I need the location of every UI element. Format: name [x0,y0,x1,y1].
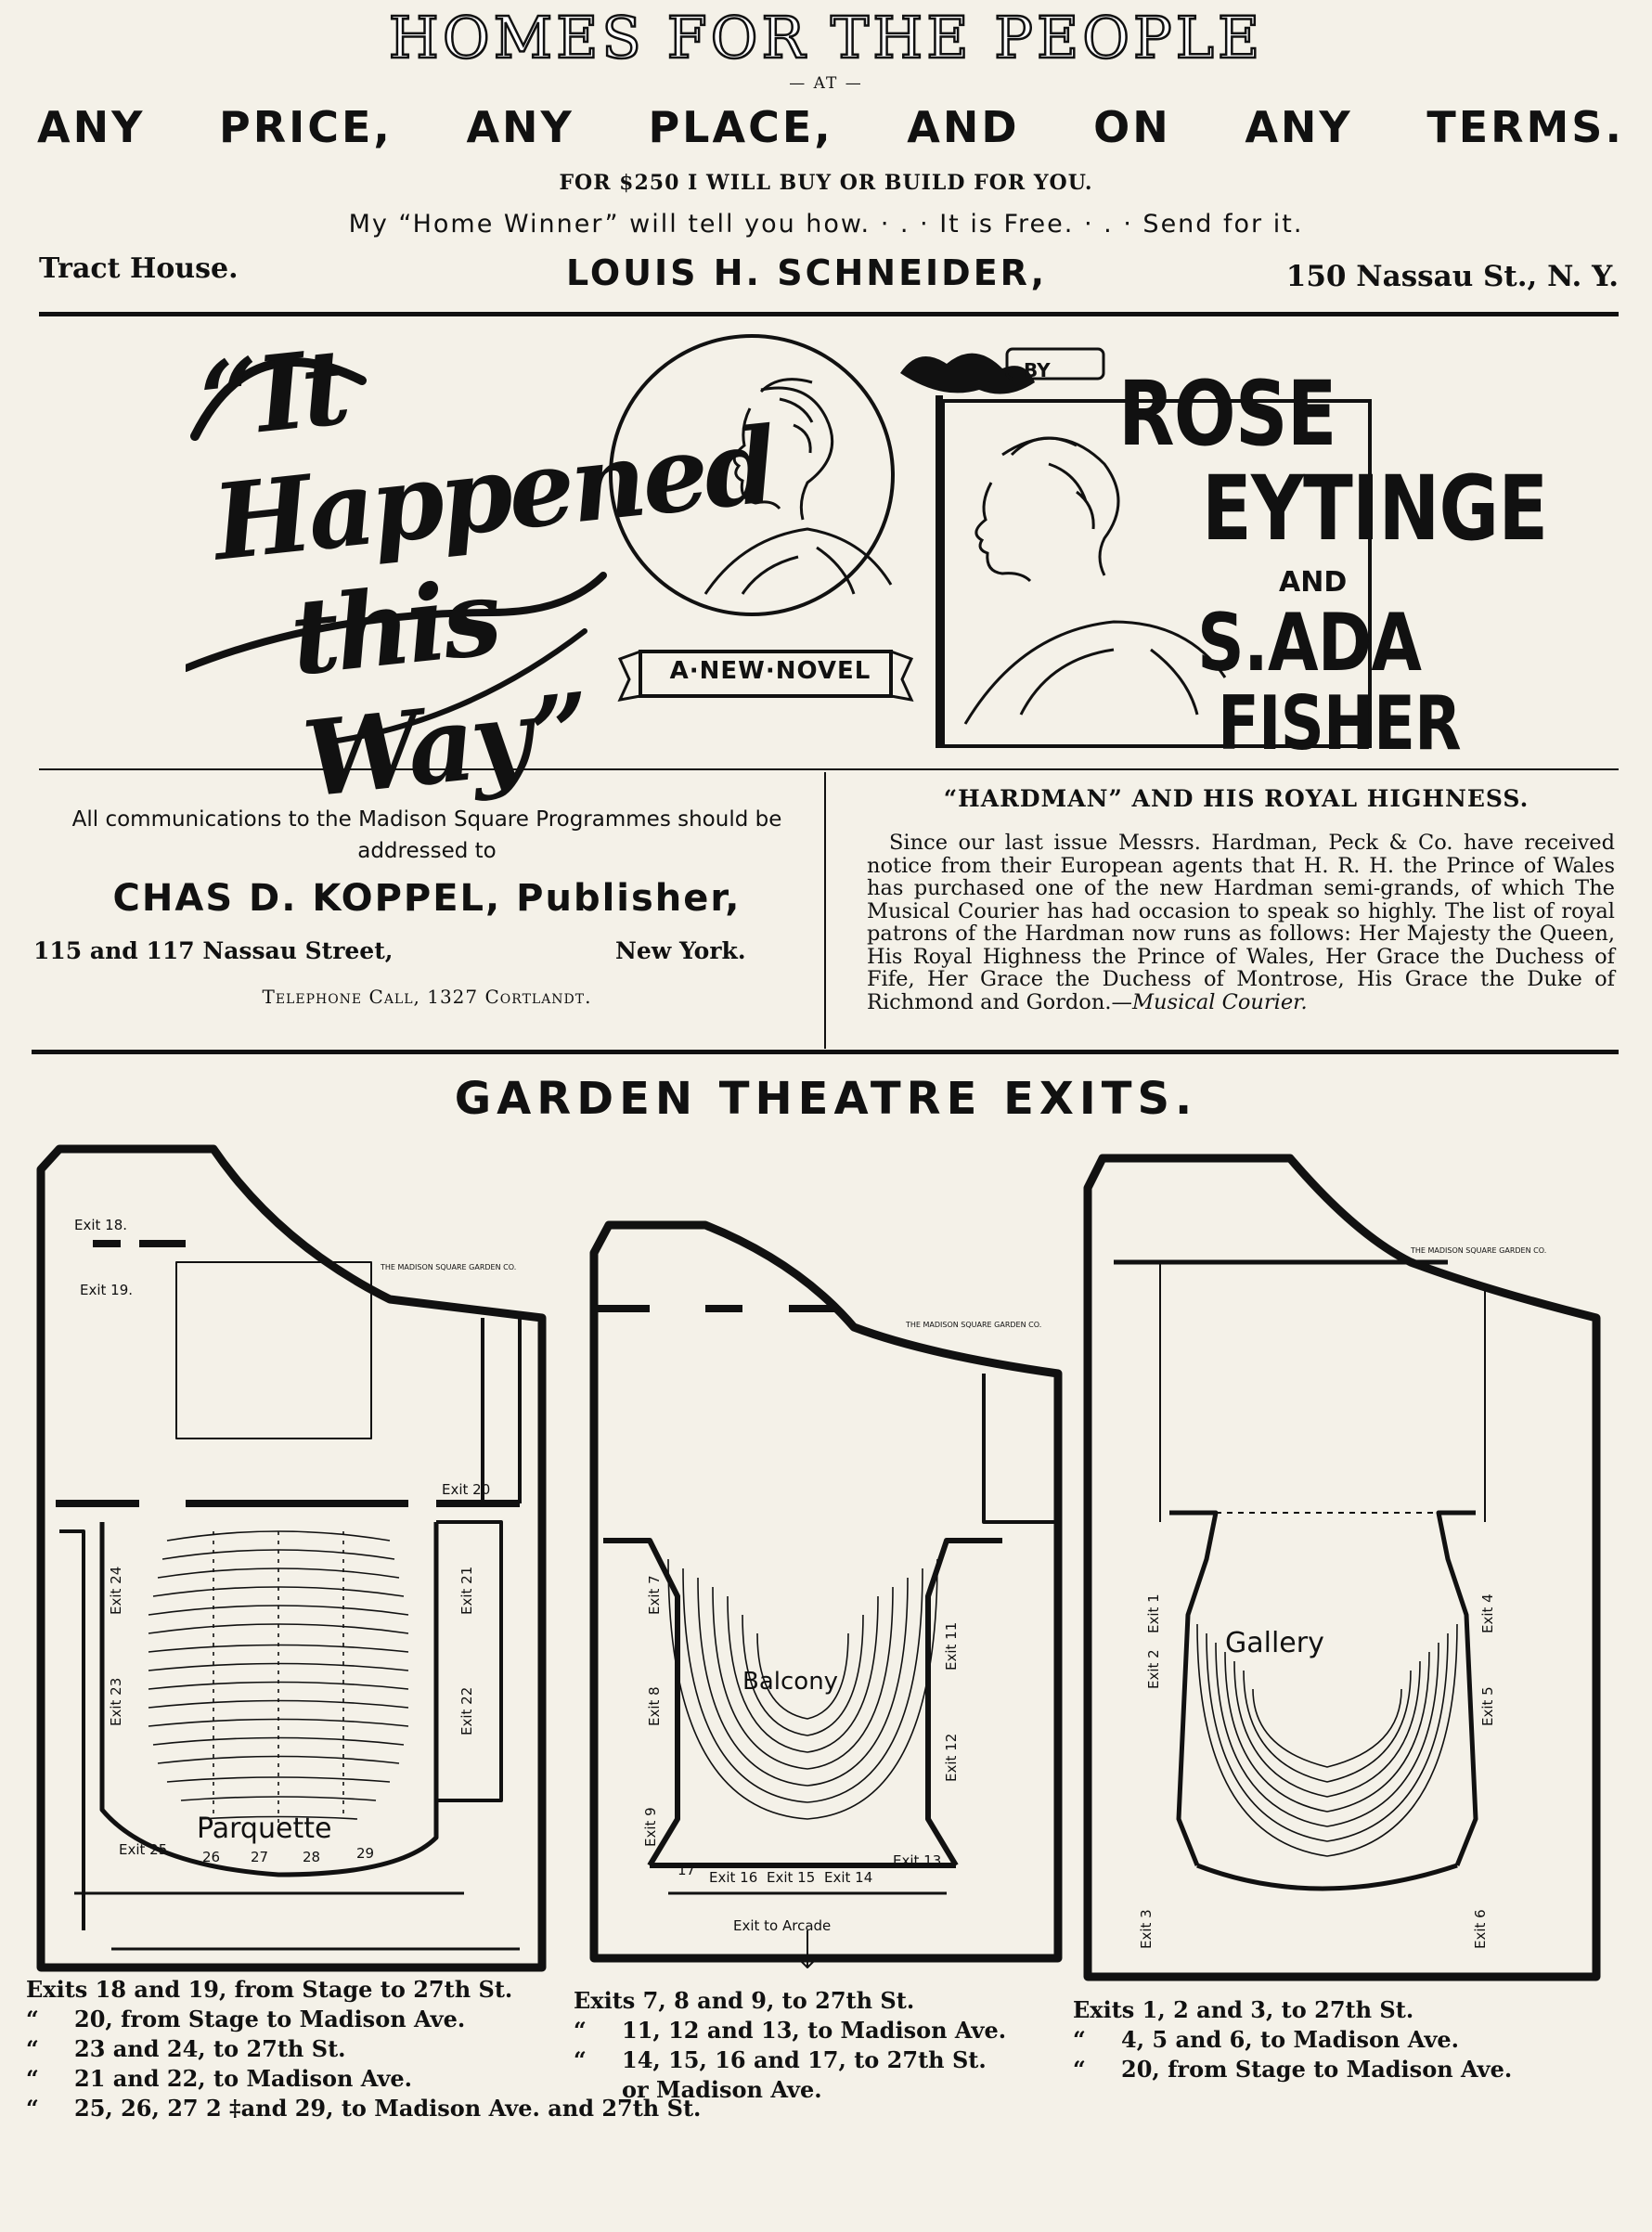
advert-subtitle: ANY PRICE, ANY PLACE, AND ON ANY TERMS. [37,102,1624,152]
communications-notice: All communications to the Madison Square… [71,807,782,863]
exit-label: Exit 7 [646,1575,663,1615]
advert-home-winner: My “Home Winner” will tell you how. ⋅ . … [348,210,1304,239]
subtitle-word: ANY [37,102,146,152]
exit-label: Exit 24 [108,1567,124,1615]
exit-label: Exit 2 [1145,1649,1162,1689]
advert-tract-house: Tract House. [39,252,239,285]
caption-line: “20, from Stage to Madison Ave. [26,2006,466,2032]
author-2-first: S.ADA [1197,597,1422,690]
advert-at: — AT — [789,74,863,93]
exit-label: 27 [251,1849,268,1865]
advert-name: LOUIS H. SCHNEIDER, [566,252,1048,293]
caption-line: “25, 26, 27 2 ‡and 29, to Madison Ave. a… [26,2095,702,2122]
exit-label: Exit 9 [642,1807,659,1847]
article-text: Since our last issue Messrs. Hardman, Pe… [867,831,1615,1014]
exit-label: Exit to Arcade [733,1917,831,1934]
exit-label: 29 [356,1845,374,1862]
exit-label: Exit 21 [458,1567,475,1615]
balcony-plan [589,1220,1063,1968]
exit-label: Exit 3 [1138,1909,1155,1949]
advert-title: HOMES FOR THE PEOPLE [388,3,1264,73]
divider [32,1050,1619,1054]
divider [39,312,1619,316]
gallery-plan [1083,1154,1601,1981]
stamp: THE MADISON SQUARE GARDEN CO. [380,1263,516,1271]
novel-by: BY [1024,359,1051,381]
stamp: THE MADISON SQUARE GARDEN CO. [1410,1246,1546,1255]
gallery-seats [1196,1623,1458,1857]
exit-label: Exit 25 [119,1841,167,1858]
caption-line: Exits 7, 8 and 9, to 27th St. [574,1987,915,2014]
publisher-name: CHAS D. KOPPEL, Publisher, [112,877,742,920]
exit-label: Exit 5 [1479,1686,1496,1726]
caption-line: “21 and 22, to Madison Ave. [26,2065,413,2092]
plan-name-parquette: Parquette [197,1813,331,1845]
caption-line: Exits 18 and 19, from Stage to 27th St. [26,1976,513,2003]
subtitle-word: PLACE, [648,102,833,152]
novel-tag: A·NEW·NOVEL [669,657,871,685]
exit-label: Exit 4 [1479,1593,1496,1633]
exit-label: Exit 6 [1472,1909,1489,1949]
parquette-plan [36,1144,547,1972]
caption-balcony: Exits 7, 8 and 9, to 27th St. “11, 12 an… [574,1986,1006,2105]
plan-name-gallery: Gallery [1225,1627,1324,1659]
divider [39,768,1619,770]
subtitle-word: ANY [1245,102,1353,152]
article-source: Musical Courier. [1132,989,1308,1014]
exit-label: 28 [303,1849,320,1865]
subtitle-word: ANY [466,102,574,152]
caption-line: “20, from Stage to Madison Ave. [1073,2056,1513,2083]
caption-line: or Madison Ave. [622,2076,822,2103]
column-divider [824,772,826,1049]
portrait-1 [703,378,893,595]
balcony-seats [667,1558,938,1820]
exit-label: Exit 11 [943,1622,960,1671]
caption-gallery: Exits 1, 2 and 3, to 27th St. “4, 5 and … [1073,1995,1512,2084]
portrait-2 [963,436,1227,725]
caption-line: “23 and 24, to 27th St. [26,2035,346,2062]
advert-offer: FOR $250 I WILL BUY OR BUILD FOR YOU. [559,171,1093,195]
author-and: AND [1279,566,1348,599]
article-body: Since our last issue Messrs. Hardman, Pe… [867,832,1615,1013]
exit-label: Exit 1 [1145,1593,1162,1633]
theatre-floor-plans: Parquette Balcony Gallery Exit 18. Exit … [36,1144,1601,1981]
exit-label: Exit 14 [824,1869,872,1886]
author-1-first: ROSE [1118,362,1337,466]
article-title: “HARDMAN” AND HIS ROYAL HIGHNESS. [943,785,1529,812]
caption-line: “11, 12 and 13, to Madison Ave. [574,2017,1007,2044]
plan-name-balcony: Balcony [742,1668,838,1696]
exit-label: Exit 15 [767,1869,815,1886]
exit-label: Exit 13 [893,1852,941,1869]
exit-label: Exit 12 [943,1734,960,1782]
publisher-address: 115 and 117 Nassau Street, [33,937,394,964]
publisher-city: New York. [615,937,746,964]
novel-illustration [186,334,1372,748]
theatre-title: GARDEN THEATRE EXITS. [454,1073,1198,1125]
author-1-last: EYTINGE [1202,457,1548,561]
exit-label: 26 [202,1849,220,1865]
caption-line: “4, 5 and 6, to Madison Ave. [1073,2026,1460,2053]
subtitle-word: TERMS. [1426,102,1624,152]
exit-label: Exit 19. [80,1282,133,1298]
stamp: THE MADISON SQUARE GARDEN CO. [905,1321,1041,1329]
exit-label: Exit 23 [108,1678,124,1726]
exit-label: Exit 22 [458,1687,475,1735]
caption-line: Exits 1, 2 and 3, to 27th St. [1073,1996,1414,2023]
subtitle-word: PRICE, [218,102,393,152]
exit-label: Exit 18. [74,1217,127,1233]
exit-label: Exit 16 [709,1869,757,1886]
caption-parquette: Exits 18 and 19, from Stage to 27th St. … [26,1975,701,2123]
subtitle-word: AND [907,102,1020,152]
author-2-last: FISHER [1218,680,1462,767]
exit-label: Exit 8 [646,1686,663,1726]
publisher-telephone: Telephone Call, 1327 Cortlandt. [262,986,592,1008]
advert-address: 150 Nassau St., N. Y. [1285,260,1619,293]
exit-label: 17 [678,1862,695,1878]
novel-title: “It Happened this Way” [195,287,779,829]
caption-line: “14, 15, 16 and 17, to 27th St. [574,2046,987,2073]
parquette-seats [148,1530,409,1828]
subtitle-word: ON [1093,102,1171,152]
exit-label: Exit 20 [442,1481,490,1498]
